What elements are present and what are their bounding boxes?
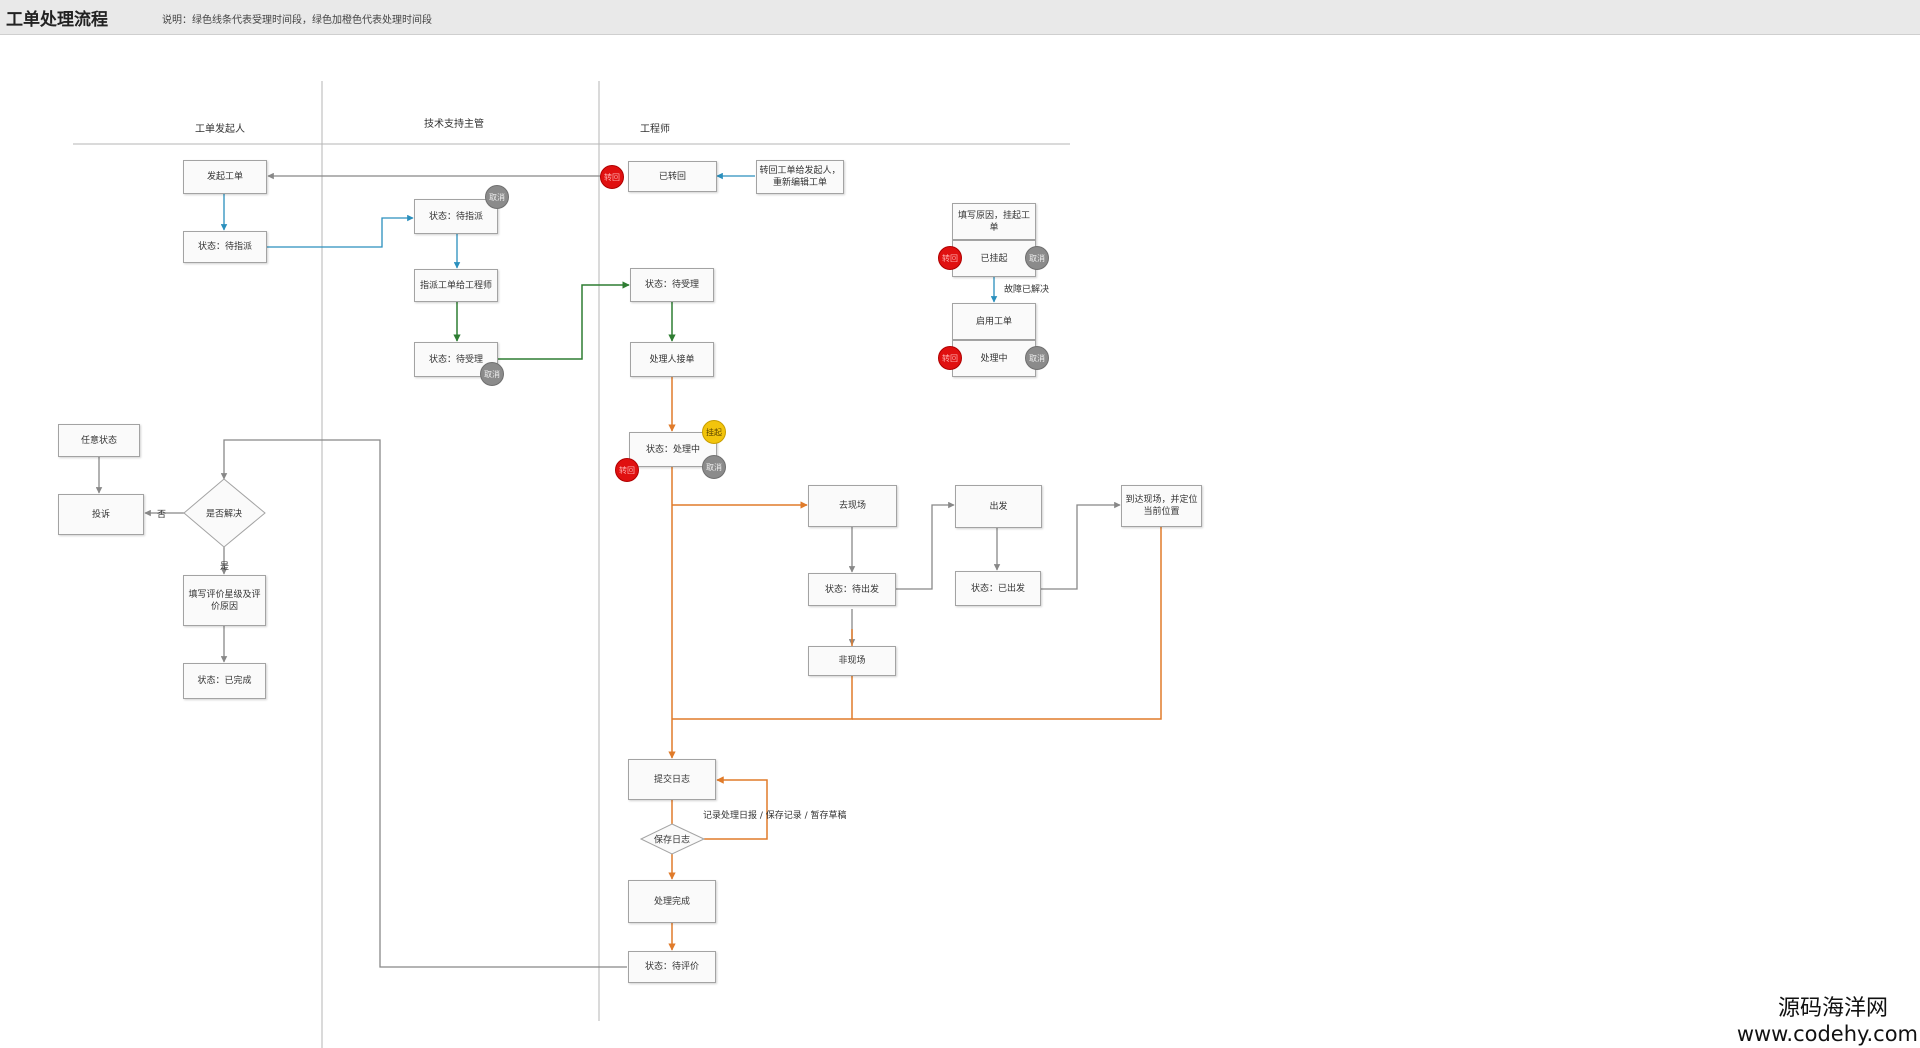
node-evaluate[interactable]: 填写评价星级及评价原因 bbox=[183, 575, 266, 626]
label-yes: 是 bbox=[220, 562, 230, 572]
node-transferred[interactable]: 已转回 bbox=[628, 161, 717, 192]
watermark: 源码海洋网 www.codehy.com bbox=[1737, 996, 1918, 1046]
green-connectors bbox=[453, 281, 676, 360]
swimlane-lines bbox=[73, 81, 1070, 1048]
node-arrive-site[interactable]: 到达现场，并定位当前位置 bbox=[1121, 485, 1202, 527]
header-bar: 工单处理流程 说明：绿色线条代表受理时间段，绿色加橙色代表处理时间段 bbox=[0, 0, 1920, 35]
label-fault-resolved: 故障已解决 bbox=[1004, 285, 1050, 295]
node-hung[interactable]: 已挂起 bbox=[952, 240, 1036, 277]
lane-initiator: 工单发起人 bbox=[195, 124, 245, 135]
transfer-badge[interactable]: 转回 bbox=[615, 458, 639, 482]
node-assign-engineer[interactable]: 指派工单给工程师 bbox=[414, 269, 498, 302]
node-save-log[interactable]: 保存日志 bbox=[653, 835, 691, 846]
orange-connectors bbox=[668, 377, 1162, 951]
label-no: 否 bbox=[157, 510, 167, 520]
node-start-ticket[interactable]: 发起工单 bbox=[183, 160, 267, 194]
transfer-badge[interactable]: 转回 bbox=[938, 346, 962, 370]
node-submit-log[interactable]: 提交日志 bbox=[628, 759, 716, 800]
cancel-badge[interactable]: 取消 bbox=[702, 455, 726, 479]
node-transfer-back[interactable]: 转回工单给发起人，重新编辑工单 bbox=[756, 160, 844, 194]
node-processing-done[interactable]: 处理完成 bbox=[628, 880, 716, 923]
page-title: 工单处理流程 bbox=[6, 10, 108, 30]
node-go-site[interactable]: 去现场 bbox=[808, 485, 897, 527]
transfer-badge[interactable]: 转回 bbox=[938, 246, 962, 270]
node-is-resolved[interactable]: 是否解决 bbox=[205, 509, 243, 520]
transfer-badge[interactable]: 转回 bbox=[600, 165, 624, 189]
save-log-diamond-shape bbox=[639, 823, 706, 855]
hang-badge[interactable]: 挂起 bbox=[702, 420, 726, 444]
node-complaint[interactable]: 投诉 bbox=[58, 494, 144, 535]
resolved-diamond-shape bbox=[183, 478, 266, 548]
flowchart-canvas: 工单发起人 技术支持主管 工程师 发起工单 状态：待指派 任意状态 投诉 是否解… bbox=[0, 36, 1920, 1048]
legend-note: 说明：绿色线条代表受理时间段，绿色加橙色代表处理时间段 bbox=[162, 15, 432, 26]
node-departed[interactable]: 状态：已出发 bbox=[955, 571, 1041, 606]
cancel-badge[interactable]: 取消 bbox=[480, 362, 504, 386]
watermark-url: www.codehy.com bbox=[1736, 1022, 1918, 1046]
node-pending-assign-mgr[interactable]: 状态：待指派 bbox=[414, 199, 498, 234]
node-pending-depart[interactable]: 状态：待出发 bbox=[808, 573, 896, 606]
node-processing-2[interactable]: 处理中 bbox=[952, 340, 1036, 377]
node-pending-eval[interactable]: 状态：待评价 bbox=[628, 951, 716, 983]
node-off-site[interactable]: 非现场 bbox=[808, 646, 896, 676]
node-any-state[interactable]: 任意状态 bbox=[58, 424, 140, 457]
node-accept[interactable]: 处理人接单 bbox=[630, 342, 714, 377]
lane-engineer: 工程师 bbox=[640, 124, 670, 135]
node-hang-reason[interactable]: 填写原因，挂起工单 bbox=[952, 203, 1036, 240]
watermark-cn: 源码海洋网 bbox=[1777, 996, 1888, 1021]
node-depart[interactable]: 出发 bbox=[955, 485, 1042, 528]
node-enable-ticket[interactable]: 启用工单 bbox=[952, 303, 1036, 340]
cancel-badge[interactable]: 取消 bbox=[1025, 346, 1049, 370]
node-completed[interactable]: 状态：已完成 bbox=[183, 663, 266, 699]
cancel-badge[interactable]: 取消 bbox=[1025, 246, 1049, 270]
cancel-badge[interactable]: 取消 bbox=[485, 185, 509, 209]
node-pending-assign[interactable]: 状态：待指派 bbox=[183, 231, 267, 263]
flowchart-connectors bbox=[73, 81, 1162, 1048]
blue-connectors bbox=[220, 172, 998, 303]
lane-tech-supervisor: 技术支持主管 bbox=[424, 119, 484, 130]
node-pending-accept[interactable]: 状态：待受理 bbox=[630, 268, 714, 302]
label-log-note: 记录处理日报 / 保存记录 / 暂存草稿 bbox=[703, 811, 847, 821]
